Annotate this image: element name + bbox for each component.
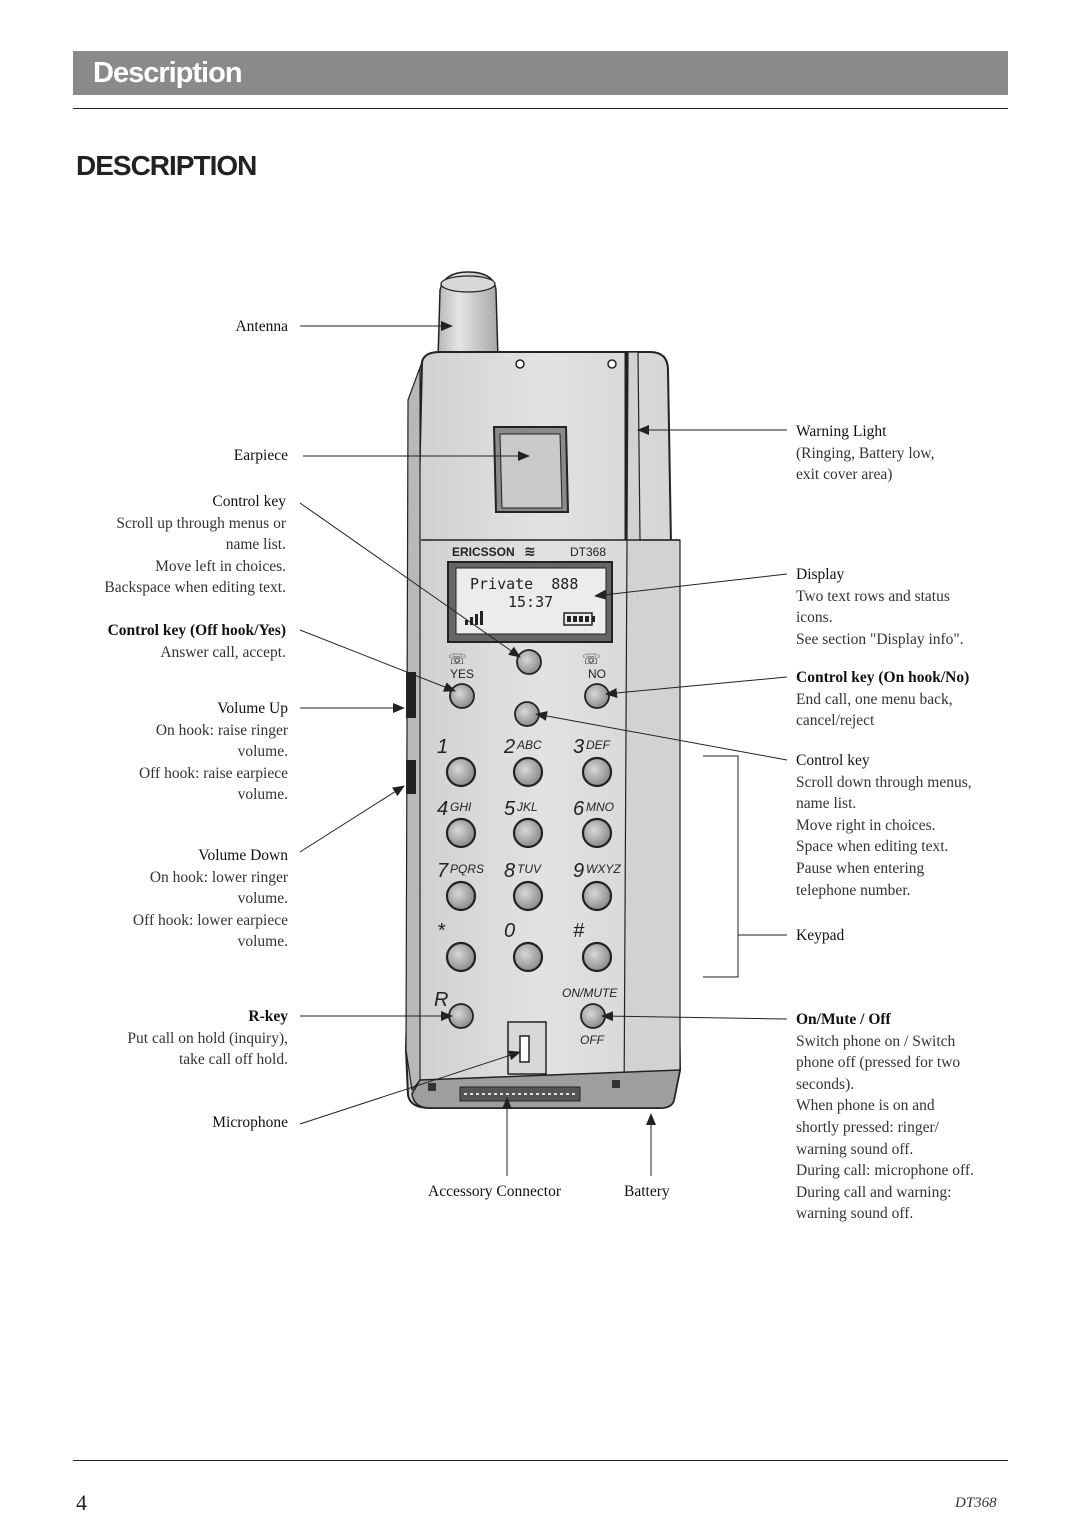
key-digit-label: 5	[504, 798, 516, 820]
key-digit-label: 0	[504, 920, 515, 942]
label-warning-light: Warning Light (Ringing, Battery low, exi…	[796, 423, 935, 484]
phone-body: ERICSSON ≋ DT368 Private 888 15:37 ☏ ☏ Y…	[404, 351, 682, 1109]
brand-label: ERICSSON	[452, 545, 515, 559]
on-mute-label: ON/MUTE	[562, 986, 618, 1000]
key-letters-label: WXYZ	[586, 862, 621, 876]
yes-button[interactable]	[449, 683, 475, 709]
r-label: R	[434, 989, 448, 1011]
off-label: OFF	[580, 1033, 605, 1047]
key-digit-label: 2	[503, 736, 515, 758]
model-label: DT368	[570, 545, 606, 559]
header-title: Description	[93, 57, 243, 89]
control-up-button[interactable]	[516, 649, 542, 675]
key-letters-label: TUV	[517, 862, 542, 876]
key-star-button[interactable]: *	[437, 920, 477, 973]
key-digit-label: *	[437, 920, 446, 942]
label-keypad: Keypad	[796, 927, 845, 944]
key-digit-label: 3	[573, 736, 584, 758]
key-digit-label: 9	[573, 860, 584, 882]
label-volume-down: Volume Down On hook: lower ringer volume…	[132, 847, 288, 951]
leader-lines	[299, 321, 788, 1176]
label-control-no: Control key (On hook/No) End call, one m…	[796, 669, 970, 730]
key-digit-label: 6	[573, 798, 585, 820]
label-control-yes: Control key (Off hook/Yes) Answer call, …	[107, 622, 286, 661]
on-mute-button[interactable]	[580, 1003, 606, 1029]
key-digit-label: #	[573, 920, 585, 942]
battery-icon	[563, 612, 595, 626]
key-digit-label: 8	[504, 860, 515, 882]
key-digit-label: 4	[437, 798, 448, 820]
label-earpiece: Earpiece	[233, 447, 288, 464]
no-button[interactable]	[584, 683, 610, 709]
label-microphone: Microphone	[212, 1114, 288, 1131]
label-battery: Battery	[624, 1183, 670, 1200]
key-0-button[interactable]: 0	[504, 920, 544, 973]
header-bar: Description	[73, 51, 1008, 95]
phone-buttons	[448, 649, 610, 1029]
r-key-button[interactable]	[448, 1003, 474, 1029]
key-hash-button[interactable]: #	[573, 920, 613, 973]
section-title: DESCRIPTION	[76, 150, 257, 181]
label-display: Display Two text rows and status icons. …	[796, 566, 964, 648]
label-volume-up: Volume Up On hook: raise ringer volume. …	[138, 700, 288, 804]
key-digit-label: 1	[437, 736, 448, 758]
key-1-button[interactable]: 1	[437, 736, 477, 788]
key-letters-label: MNO	[586, 800, 614, 814]
control-down-button[interactable]	[514, 701, 540, 727]
label-on-mute: On/Mute / Off Switch phone on / Switch p…	[796, 1011, 974, 1223]
yes-label: YES	[450, 667, 474, 681]
label-antenna: Antenna	[235, 318, 288, 335]
label-control-up: Control key Scroll up through menus or n…	[104, 493, 286, 597]
on-hook-icon: ☏	[582, 650, 601, 668]
key-digit-label: 7	[437, 860, 449, 882]
label-control-down: Control key Scroll down through menus, n…	[796, 752, 972, 899]
key-letters-label: DEF	[586, 738, 611, 752]
display-line-2: 15:37	[508, 593, 553, 611]
key-letters-label: GHI	[450, 800, 472, 814]
antenna	[437, 271, 499, 361]
no-label: NO	[588, 667, 606, 681]
footer-divider	[73, 1460, 1008, 1461]
header-divider	[73, 108, 1008, 109]
signal-strength-icon	[465, 611, 483, 625]
label-r-key: R-key Put call on hold (inquiry), take c…	[127, 1008, 288, 1069]
key-letters-label: ABC	[516, 738, 542, 752]
label-accessory-connector: Accessory Connector	[428, 1183, 561, 1200]
display-line-1: Private 888	[470, 575, 578, 593]
key-letters-label: JKL	[516, 800, 538, 814]
key-letters-label: PQRS	[450, 862, 484, 876]
page-number: 4	[76, 1490, 87, 1515]
footer-model: DT368	[955, 1495, 997, 1511]
off-hook-icon: ☏	[448, 650, 467, 668]
ericsson-logo-icon: ≋	[524, 544, 536, 560]
